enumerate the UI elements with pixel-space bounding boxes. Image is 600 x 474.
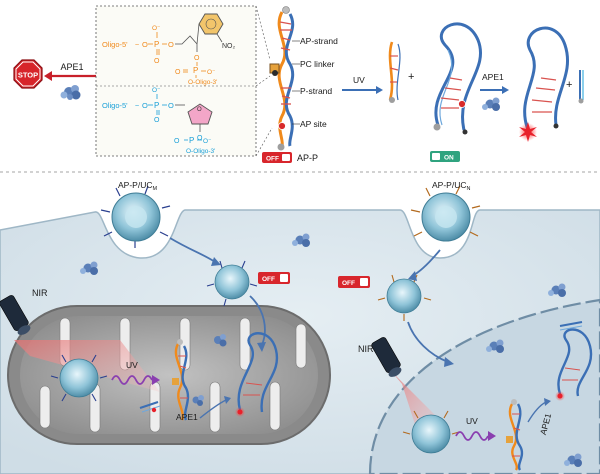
hairpin-mito [235,332,279,417]
nir-label-left: NIR [32,288,48,298]
ape1-protein-icon [60,85,81,100]
ap-site-structure: Oligo-5' ~ O P O⁻ O O O O P O O⁻ O-Oligo… [102,87,215,155]
cleaved-fragment [388,41,401,103]
svg-text:P: P [154,101,159,110]
ap-p-label: AP-P [297,153,318,163]
svg-text:P: P [189,136,194,145]
svg-text:Oligo-5': Oligo-5' [102,40,128,49]
ap-p-ucn-label: AP-P/UCN [432,180,470,192]
inhibition-arrow [44,71,100,81]
uv-label-top: UV [353,75,365,85]
ape1-label-top-left: APE1 [60,62,83,72]
svg-text:O⁻: O⁻ [203,138,212,145]
svg-text:P: P [193,66,198,75]
ap-p-duplex [269,6,295,151]
ape1-protein-icon-2 [482,97,500,111]
svg-text:Oligo-5': Oligo-5' [102,101,128,110]
off-switch-icon-mid-left: OFF [258,272,290,284]
svg-text:O⁻: O⁻ [152,87,161,94]
svg-text:OFF: OFF [266,156,279,163]
nanoparticle-ucm-mid [206,260,258,307]
ap-site-fragment [578,70,584,104]
off-switch-icon-mid-right: OFF [338,276,370,288]
hairpin-nucleus [555,328,593,401]
nanoparticle-ucm-top [100,185,171,248]
pc-linker-label: PC linker [300,59,335,69]
uv-label-right: UV [466,416,478,426]
nanoparticle-ucn-top [410,185,481,242]
hairpin-ap [433,22,482,135]
nanoparticle-ucn-nucleus [402,410,460,454]
svg-text:OFF: OFF [342,280,355,287]
svg-text:~: ~ [135,42,139,49]
svg-text:O: O [142,101,148,110]
svg-text:~: ~ [135,103,139,110]
svg-text:OFF: OFF [262,276,275,283]
duplex-mito [172,339,190,421]
svg-text:O: O [175,69,181,76]
ap-p-ucm-label: AP-P/UCM [118,180,157,192]
svg-text:O: O [168,101,174,110]
svg-text:O: O [197,135,203,142]
uv-label-left: UV [126,360,138,370]
svg-text:O-Oligo-3': O-Oligo-3' [188,79,217,86]
ape1-label-top-right: APE1 [482,72,504,82]
fragment-mito [139,401,161,413]
svg-text:O: O [194,55,200,62]
svg-text:O⁻: O⁻ [207,69,216,76]
ape1-label-mito: APE1 [176,412,198,422]
svg-text:O: O [154,117,160,124]
chemical-structure-box [95,5,257,157]
nanoparticle-ucm-mito [50,354,108,402]
uv-wave-left [111,375,160,385]
pc-linker-structure: Oligo-5' ~ O P O⁻ O O NO₂ O P O O⁻ O-Oli… [102,13,236,86]
ape1-protein-cluster [80,233,582,467]
ap-site-label: AP site [300,119,327,129]
svg-text:ON: ON [444,155,454,162]
svg-text:O: O [168,40,174,49]
cleaved-hairpin [519,26,570,142]
plus-sign-2: + [566,79,572,91]
svg-text:O: O [174,138,180,145]
svg-text:O: O [197,107,202,113]
svg-text:P: P [154,40,159,49]
p-strand-label: P-strand [300,86,332,96]
svg-text:NO₂: NO₂ [222,43,236,50]
svg-text:O⁻: O⁻ [152,25,161,32]
uv-wave-right [455,431,496,441]
on-switch-icon: ON [430,151,460,162]
svg-text:O: O [142,40,148,49]
ape1-protein-icon-mito [192,395,204,406]
ap-strand-label: AP-strand [300,36,338,46]
duplex-nucleus [506,399,524,471]
nir-label-right: NIR [358,344,374,354]
svg-text:O-Oligo-3': O-Oligo-3' [186,148,215,155]
off-switch-icon: OFF [262,152,292,163]
stop-label: STOP [18,71,38,80]
fragment-nucleus [559,321,583,331]
mitochondrion [7,305,331,445]
svg-text:O: O [154,58,160,65]
plus-sign-1: + [408,71,414,83]
stop-sign-icon: STOP [13,59,43,89]
